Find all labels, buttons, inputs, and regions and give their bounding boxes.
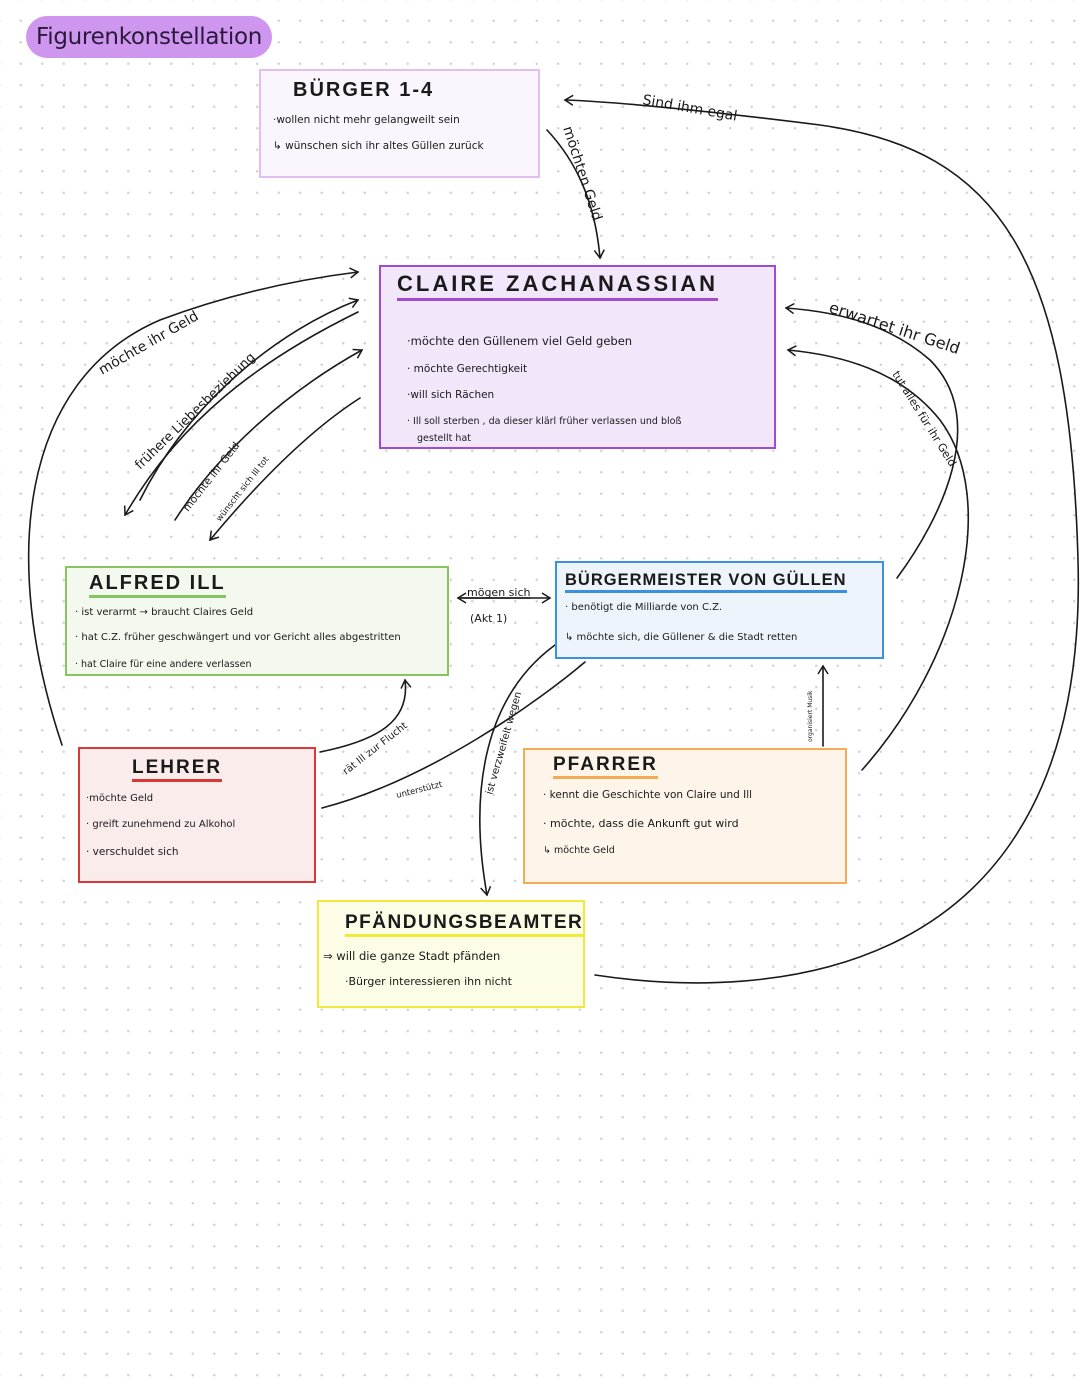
page-title: Figurenkonstellation [26, 16, 273, 58]
arrow-erwartet-ihr-geld [784, 302, 959, 579]
arrow-moechten-geld [546, 129, 605, 260]
character-box-pfaendungsbeamter: PFÄNDUNGSBEAMTER ⇒ will die ganze Stadt … [317, 900, 585, 1008]
character-box-buergermeister: BÜRGERMEISTER VON GÜLLEN · benötigt die … [555, 561, 884, 659]
label-akt: (Akt 1) [470, 612, 507, 625]
character-name: ALFRED ILL [89, 572, 226, 598]
character-note: ↳ möchte sich, die Güllener & die Stadt … [565, 632, 798, 643]
character-note: · kennt die Geschichte von Claire und Il… [543, 789, 753, 801]
character-note: · greift zunehmend zu Alkohol [86, 819, 236, 830]
character-note: · verschuldet sich [86, 846, 179, 858]
label-tut-alles: tut alles für ihr Geld [889, 369, 958, 469]
character-note: ·möchte den Güllenem viel Geld geben [407, 334, 633, 348]
character-name: BÜRGERMEISTER VON GÜLLEN [565, 571, 847, 593]
arrow-raet-flucht [319, 678, 412, 753]
character-name: CLAIRE ZACHANASSIAN [397, 271, 718, 301]
label-fruehere-liebe: frühere Liebesbeziehung [132, 350, 258, 473]
arrow-fruehere-liebe-to-ill [123, 311, 359, 517]
character-box-lehrer: LEHRER ·möchte Geld · greift zunehmend z… [78, 747, 316, 883]
label-organisiert-musik: organisiert Musik [807, 690, 814, 742]
character-note: ·wollen nicht mehr gelangweilt sein [273, 114, 460, 126]
arrow-tut-alles [786, 345, 970, 771]
arrow-ill-claire [174, 348, 364, 521]
arrow-sind-ihm-egal [563, 94, 1079, 984]
character-note: ⇒ will die ganze Stadt pfänden [323, 949, 501, 963]
character-note: · benötigt die Milliarde von C.Z. [565, 602, 723, 613]
character-note: ·möchte Geld [86, 793, 154, 804]
label-raet-flucht: rät Ill zur Flucht [341, 720, 410, 777]
character-note: ·Bürger interessieren ihn nicht [345, 975, 512, 988]
character-note: ·will sich Rächen [407, 389, 495, 401]
character-name: PFARRER [553, 754, 658, 779]
character-note: · ist verarmt → braucht Claires Geld [75, 607, 254, 618]
label-unterstuetzt: unterstützt [395, 780, 444, 801]
character-name: LEHRER [132, 757, 223, 782]
character-box-alfred-ill: ALFRED ILL · ist verarmt → braucht Clair… [65, 566, 449, 676]
character-box-buerger: BÜRGER 1-4 ·wollen nicht mehr gelangweil… [259, 69, 540, 178]
arrow-unterstuetzt [321, 661, 586, 809]
character-name: PFÄNDUNGSBEAMTER [345, 912, 584, 937]
character-note: ↳ wünschen sich ihr altes Güllen zurück [273, 140, 484, 152]
character-name: BÜRGER 1-4 [293, 79, 435, 101]
arrow-verzweifelt [479, 644, 556, 897]
label-lehrer-moechte-ihr-geld: möchte ihr Geld [96, 308, 201, 378]
character-note: gestellt hat [417, 433, 471, 444]
character-note: · hat C.Z. früher geschwängert und vor G… [75, 632, 401, 643]
label-sind-ihm-egal: Sind ihm egal [641, 92, 738, 124]
character-note: · Ill soll sterben , da dieser klärl frü… [407, 416, 682, 427]
character-box-claire: CLAIRE ZACHANASSIAN ·möchte den Güllenem… [379, 265, 776, 449]
character-note: · möchte, dass die Ankunft gut wird [543, 817, 739, 830]
arrow-claire-ill-tot [209, 397, 361, 542]
arrow-lehrer-claire [27, 267, 360, 746]
label-erwartet-ihr-geld: erwartet ihr Geld [827, 298, 963, 358]
character-note: · möchte Gerechtigkeit [407, 363, 528, 375]
label-moegen-sich: mögen sich [467, 586, 530, 599]
label-moechten-geld: möchten Geld [559, 124, 605, 223]
character-note: ↳ möchte Geld [543, 845, 615, 856]
character-box-pfarrer: PFARRER · kennt die Geschichte von Clair… [523, 748, 847, 884]
character-note: · hat Claire für eine andere verlassen [75, 659, 252, 670]
